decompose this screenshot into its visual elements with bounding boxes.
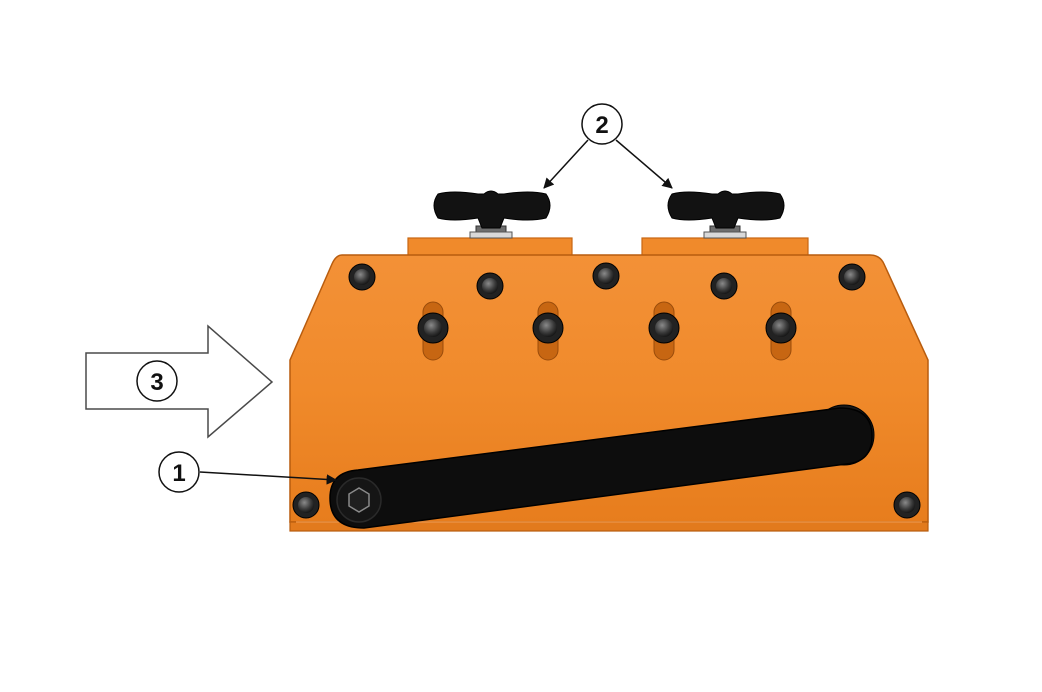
feed-direction-arrow bbox=[85, 324, 274, 439]
callout-label: 1 bbox=[172, 460, 185, 487]
bolt-icon bbox=[765, 301, 797, 361]
callout-label: 2 bbox=[595, 112, 608, 139]
callout-label: 3 bbox=[150, 369, 163, 396]
callout-clamp-knobs: 2 bbox=[581, 103, 623, 145]
clamp-knob-right bbox=[667, 190, 785, 239]
bolt-icon bbox=[592, 262, 620, 290]
hex-socket-icon bbox=[336, 477, 382, 523]
bolt-icon bbox=[648, 301, 680, 361]
bottom-bolts bbox=[292, 491, 921, 519]
bolt-icon bbox=[417, 301, 449, 361]
knob-mounting-plates bbox=[407, 237, 809, 259]
bolt-icon bbox=[292, 491, 320, 519]
callout-feed-direction: 3 bbox=[136, 360, 178, 402]
right-arrow-icon bbox=[85, 324, 274, 439]
bolt-icon bbox=[710, 272, 738, 300]
crank-handle bbox=[329, 404, 875, 529]
callout-crank-handle: 1 bbox=[158, 451, 200, 493]
leader-lines bbox=[199, 139, 673, 485]
bolt-icon bbox=[838, 263, 866, 291]
t-knob-icon bbox=[433, 190, 551, 229]
t-knob-icon bbox=[667, 190, 785, 229]
bolt-icon bbox=[532, 301, 564, 361]
bolt-icon bbox=[476, 272, 504, 300]
top-bolts bbox=[348, 262, 866, 300]
bolt-icon bbox=[893, 491, 921, 519]
slotted-bolts bbox=[417, 301, 797, 361]
bolt-icon bbox=[348, 263, 376, 291]
clamp-knob-left bbox=[433, 190, 551, 239]
